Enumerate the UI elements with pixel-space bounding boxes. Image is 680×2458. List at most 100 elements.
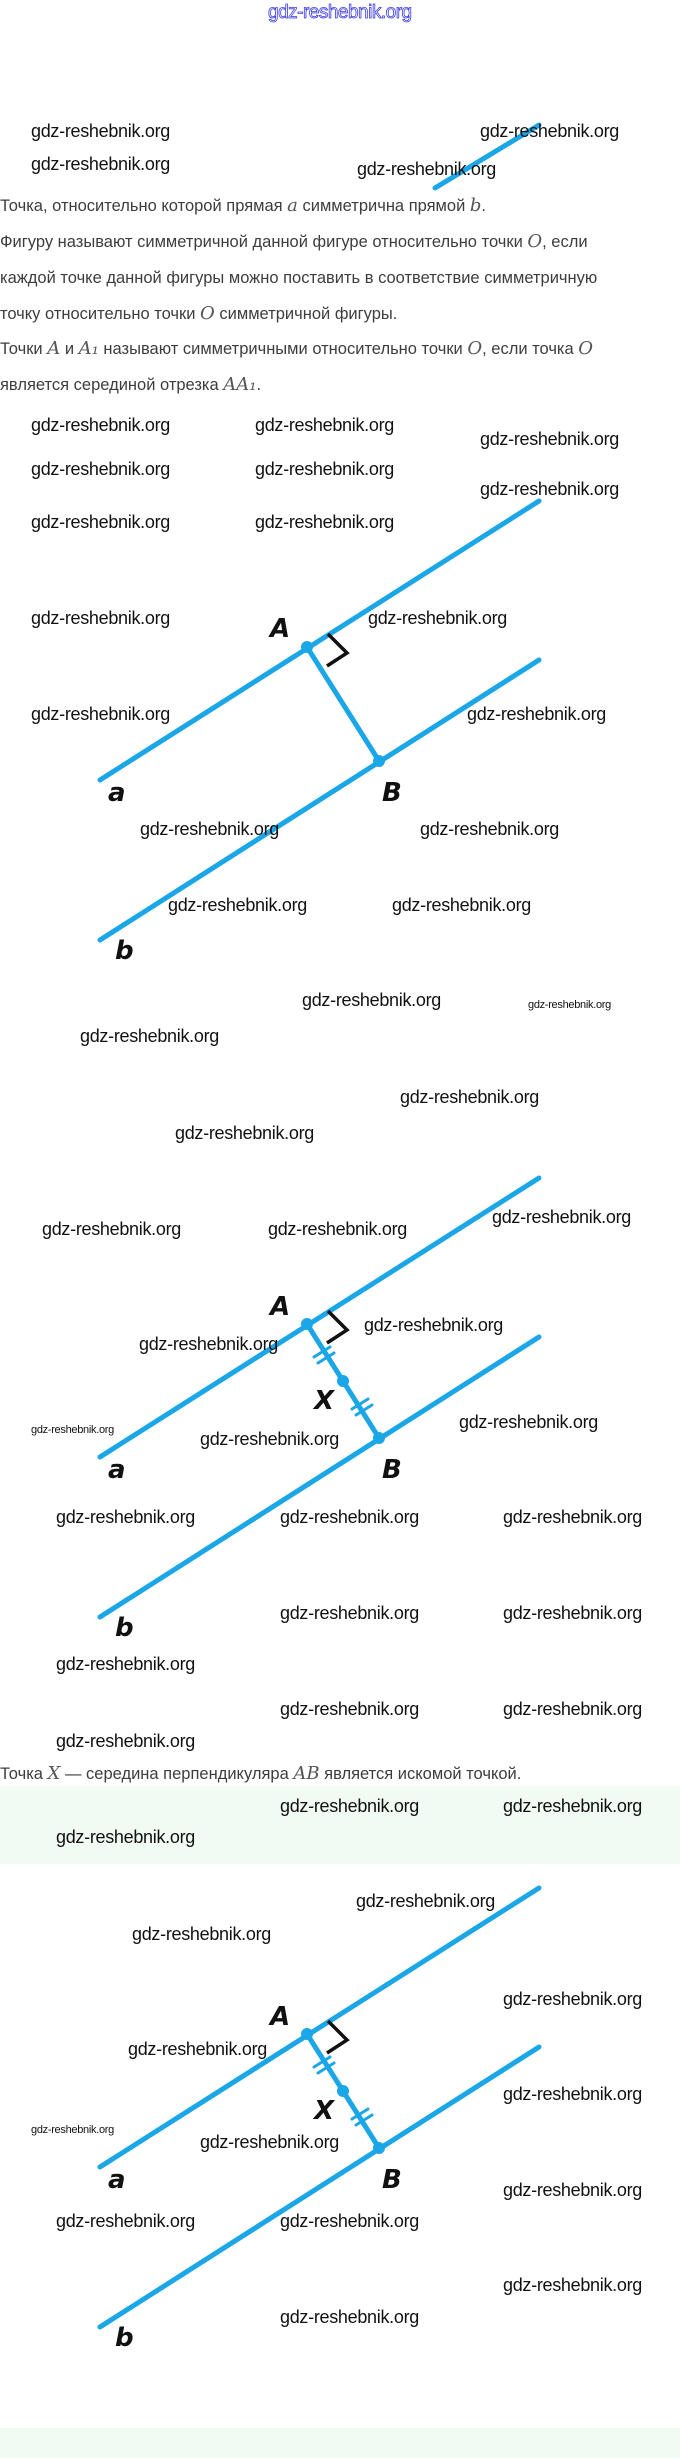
partial-line	[432, 122, 542, 191]
text: каждой точке данной фигуры можно постави…	[0, 269, 598, 287]
watermark-text: gdz-reshebnik.org	[357, 159, 496, 179]
point-a-label: A	[270, 614, 291, 644]
line-b	[97, 1334, 542, 1620]
watermark-text: gdz-reshebnik.org	[268, 1219, 407, 1239]
paragraph-line: Точка, относительно которой прямая a сим…	[0, 196, 486, 216]
watermark-text: gdz-reshebnik.org	[56, 1827, 195, 1847]
math: X	[47, 1763, 61, 1784]
watermark-text: gdz-reshebnik.org	[356, 1891, 495, 1911]
watermark-text: gdz-reshebnik.org	[503, 2275, 642, 2295]
point-b-label: B	[382, 1455, 402, 1485]
watermark-text: gdz-reshebnik.org	[42, 1219, 181, 1239]
line-a	[97, 1175, 542, 1460]
math: AA₁	[223, 374, 257, 395]
math: O	[467, 338, 483, 359]
watermark-text: gdz-reshebnik.org	[503, 1699, 642, 1719]
watermark-text: gdz-reshebnik.org	[368, 608, 507, 628]
watermark-text: gdz-reshebnik.org	[200, 1429, 339, 1449]
math: O	[527, 231, 543, 252]
watermark-text: gdz-reshebnik.org	[31, 154, 170, 174]
watermark-text: gdz-reshebnik.org	[503, 2084, 642, 2104]
line-b-label: b	[115, 2323, 134, 2353]
watermark-text: gdz-reshebnik.org	[31, 1424, 114, 1436]
watermark-text: gdz-reshebnik.org	[31, 2124, 114, 2136]
math: O	[200, 303, 215, 324]
watermark-text: gdz-reshebnik.org	[528, 999, 611, 1011]
line-a	[97, 498, 542, 783]
line-b-label: b	[115, 936, 134, 966]
watermark-text: gdz-reshebnik.org	[80, 1026, 219, 1046]
point-a-label: A	[270, 1292, 291, 1322]
watermark-text: gdz-reshebnik.org	[128, 2039, 267, 2059]
math: A₁	[78, 338, 99, 359]
answer-band	[0, 1786, 680, 1864]
line-b-label: b	[115, 1613, 134, 1643]
watermark-text: gdz-reshebnik.org	[200, 2132, 339, 2152]
math: AB	[293, 1763, 320, 1784]
point-x-label: X	[314, 2096, 335, 2126]
point-b-label: B	[382, 2165, 402, 2195]
text: симметричной фигуры.	[214, 305, 398, 323]
text: .	[256, 376, 262, 394]
watermark-text: gdz-reshebnik.org	[280, 2307, 419, 2327]
paragraph-line: каждой точке данной фигуры можно постави…	[0, 268, 597, 288]
figure-2	[97, 1175, 542, 1620]
watermark-text: gdz-reshebnik.org	[280, 2211, 419, 2231]
watermark-text: gdz-reshebnik.org	[31, 459, 170, 479]
watermark-text: gdz-reshebnik.org	[132, 1924, 271, 1944]
watermark-text: gdz-reshebnik.org	[168, 895, 307, 915]
line-b	[97, 657, 542, 943]
watermark-text: gdz-reshebnik.org	[503, 2180, 642, 2200]
watermark-text: gdz-reshebnik.org	[140, 819, 279, 839]
right-angle-marks	[326, 632, 350, 2055]
watermark-text: gdz-reshebnik.org	[480, 479, 619, 499]
text: .	[481, 197, 487, 215]
watermark-text: gdz-reshebnik.org	[280, 1796, 419, 1816]
math: b	[469, 195, 482, 216]
math: O	[578, 338, 594, 359]
watermark-text: gdz-reshebnik.org	[302, 990, 441, 1010]
line-a-label: a	[108, 2165, 126, 2195]
watermark-text: gdz-reshebnik.org	[420, 819, 559, 839]
watermark-text: gdz-reshebnik.org	[492, 1207, 631, 1227]
watermark-text: gdz-reshebnik.org	[56, 2211, 195, 2231]
text: — середина перпендикуляра	[60, 1765, 294, 1783]
watermark-text: gdz-reshebnik.org	[255, 512, 394, 532]
watermark-text: gdz-reshebnik.org	[280, 1699, 419, 1719]
watermark-text: gdz-reshebnik.org	[31, 415, 170, 435]
text: точку относительно точки	[0, 305, 201, 323]
watermark-text: gdz-reshebnik.org	[467, 704, 606, 724]
watermark-text: gdz-reshebnik.org	[459, 1412, 598, 1432]
text: , если точка	[482, 340, 579, 358]
watermark-text: gdz-reshebnik.org	[392, 895, 531, 915]
point-b-label: B	[382, 778, 402, 808]
paragraph-line: точку относительно точки O симметричной …	[0, 304, 397, 324]
text: , если	[542, 233, 588, 251]
point-x-label: X	[314, 1386, 335, 1416]
watermark-text: gdz-reshebnik.org	[31, 512, 170, 532]
watermark-text: gdz-reshebnik.org	[56, 1654, 195, 1674]
site-logo[interactable]: gdz-reshebnik.org	[268, 2, 413, 24]
watermark-text: gdz-reshebnik.org	[480, 121, 619, 141]
watermark-text: gdz-reshebnik.org	[255, 415, 394, 435]
math: a	[287, 195, 298, 216]
watermark-text: gdz-reshebnik.org	[503, 1796, 642, 1816]
footer-band	[0, 2428, 680, 2458]
watermark-text: gdz-reshebnik.org	[280, 1603, 419, 1623]
figure-1	[97, 498, 542, 943]
line-a-label: a	[108, 1455, 126, 1485]
watermark-text: gdz-reshebnik.org	[31, 608, 170, 628]
watermark-text: gdz-reshebnik.org	[139, 1334, 278, 1354]
paragraph-line: Точки A и A₁ называют симметричными отно…	[0, 339, 593, 359]
watermark-text: gdz-reshebnik.org	[480, 429, 619, 449]
text: симметрична прямой	[297, 197, 470, 215]
math: A	[47, 338, 61, 359]
line-a-label: a	[108, 778, 126, 808]
answer-line: Точка X — середина перпендикуляра AB явл…	[0, 1764, 521, 1784]
point-a-label: A	[270, 2002, 291, 2032]
paragraph-line: является серединой отрезка AA₁.	[0, 375, 261, 395]
watermark-text: gdz-reshebnik.org	[503, 1603, 642, 1623]
text: Фигуру называют симметричной данной фигу…	[0, 233, 528, 251]
watermark-text: gdz-reshebnik.org	[255, 459, 394, 479]
